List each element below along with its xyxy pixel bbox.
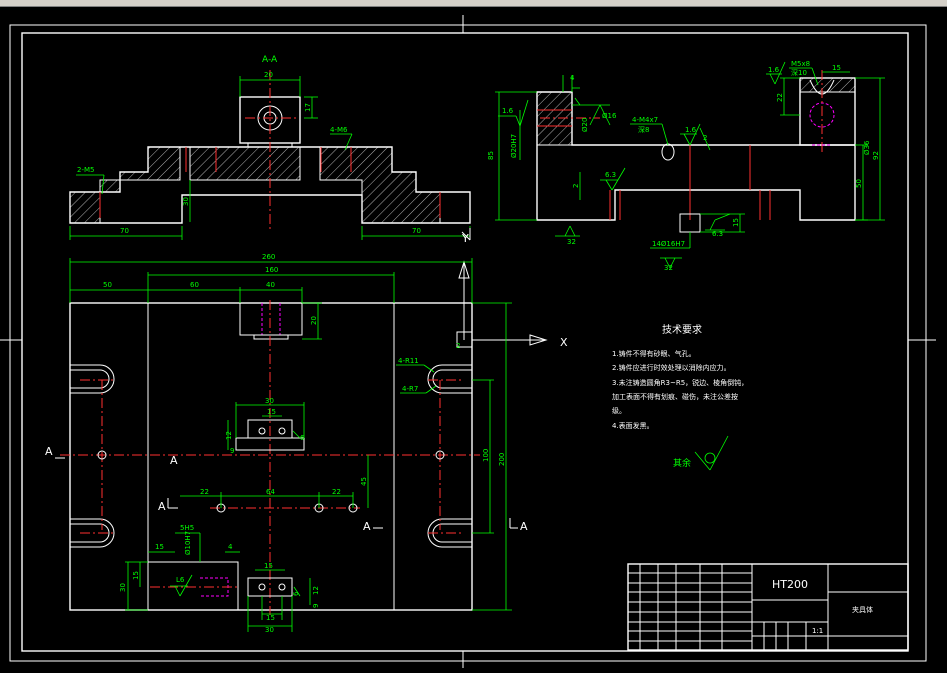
dim-45: 45 <box>360 477 368 486</box>
dim-tol-low: Ø10H7 <box>184 531 192 555</box>
note-r7: 4-R7 <box>402 385 418 393</box>
dim-64: 64 <box>266 488 275 496</box>
dim-160: 160 <box>265 266 278 274</box>
bottom-bore-note: 14Ø16H7 <box>652 240 685 248</box>
scale-label: 1:1 <box>812 627 823 635</box>
dim-slot-note: 4-M6 <box>330 126 348 134</box>
technical-notes: 技术要求 1.铸件不得有砂眼、气孔。 2.铸件应进行时效处理以消除内应力。 3.… <box>612 323 748 471</box>
dim-bottom-15: 15 <box>732 218 740 227</box>
dim-right-height: 22 <box>776 93 784 102</box>
tech-note-line-1: 1.铸件不得有砂眼、气孔。 <box>612 349 696 358</box>
dim-20: 20 <box>310 316 318 325</box>
section-marker-bl: A <box>158 500 166 513</box>
dim-9: 9 <box>230 447 234 455</box>
dim-260: 260 <box>262 253 275 261</box>
roughness-bottom: 32 <box>567 238 576 246</box>
axis-x-label: X <box>560 336 568 349</box>
roughness-bottom2: 6.3 <box>712 230 723 238</box>
dim-left-length: 70 <box>120 227 129 235</box>
tech-notes-title: 技术要求 <box>662 323 702 336</box>
dim-15-bottom: 15 <box>266 614 275 622</box>
dim-2-side: 2 <box>703 134 707 142</box>
dim-50: 50 <box>103 281 112 289</box>
section-marker-br: A <box>363 520 371 533</box>
dim-top-width: 20 <box>264 71 273 79</box>
dim-30-bottom: 30 <box>265 626 274 634</box>
dim-2-plan: 2 <box>456 342 460 350</box>
roughness-low: L6 <box>176 576 185 584</box>
dim-right-width: 15 <box>832 64 841 72</box>
right-top-note2: 深10 <box>791 68 807 77</box>
section-marker-right: A <box>520 520 528 533</box>
dim-100: 100 <box>482 449 490 462</box>
note-r11: 4-R11 <box>398 357 419 365</box>
tech-note-line-5: 级。 <box>612 406 626 415</box>
roughness-lower: 6.3 <box>605 171 616 179</box>
side-view[interactable]: 85 Ø20H7 Ø20 Ø16 1.6 4 4-M4x7 深8 1.6 2 6… <box>487 60 885 272</box>
title-block[interactable]: HT200 夹具体 1:1 <box>627 563 909 651</box>
dim-left-screw: 2-M5 <box>77 166 94 174</box>
dim-22a: 22 <box>200 488 209 496</box>
dim-right-length: 70 <box>412 227 421 235</box>
roughness-right: 1.6 <box>768 66 780 74</box>
cad-drawing-canvas[interactable]: A-A 20 17 4-M6 2-M5 30 70 70 <box>0 6 947 673</box>
dim-total-height: 85 <box>487 151 495 160</box>
section-label: A-A <box>262 55 278 65</box>
roughness-rest-label: 其余 <box>673 457 691 469</box>
dim-right-tolerance: Ø36 <box>863 140 871 155</box>
dim-right-92: 92 <box>872 151 880 160</box>
dim-12: 12 <box>225 431 233 440</box>
dim-15-top: 15 <box>267 408 276 416</box>
tech-note-line-6: 4.表面发黑。 <box>612 421 654 430</box>
dim-top-height: 17 <box>304 103 312 112</box>
screw-note-1: 4-M4x7 <box>632 116 658 124</box>
dim-15-low: 15 <box>155 543 164 551</box>
right-top-note: M5x8 <box>791 60 810 68</box>
screw-note-2: 深8 <box>638 125 649 134</box>
dim-30-left: 30 <box>119 583 127 592</box>
dim-60: 60 <box>190 281 199 289</box>
section-marker-center: A <box>170 454 178 467</box>
roughness-left: 1.6 <box>502 107 514 115</box>
dim-4: 4 <box>228 543 233 551</box>
dim-left-tolerance: Ø20H7 <box>510 134 518 158</box>
dim-lower-2: 2 <box>572 184 580 188</box>
dim-15-left: 15 <box>132 571 140 580</box>
dim-right-50: 50 <box>855 179 863 188</box>
dim-15-b: 15 <box>264 562 273 570</box>
dim-left-bore: Ø20 <box>581 118 589 132</box>
section-marker-left: A <box>45 445 53 458</box>
dim-30-top: 30 <box>265 397 274 405</box>
inner-frame <box>21 32 909 652</box>
dim-40: 40 <box>266 281 275 289</box>
dim-left-bore2: Ø16 <box>602 112 617 120</box>
dim-12-b: 12 <box>312 586 320 595</box>
window-title-bar <box>0 0 947 7</box>
dim-top-width-side: 4 <box>570 74 575 82</box>
dim-height-30: 30 <box>182 197 190 206</box>
part-name-label: 夹具体 <box>852 605 873 614</box>
material-label: HT200 <box>772 578 808 591</box>
dim-9-b: 9 <box>312 604 320 608</box>
plan-view[interactable]: X Y 260 160 50 60 40 20 2 200 100 4-R11 <box>45 232 568 634</box>
dim-200: 200 <box>498 453 506 466</box>
axis-y-label: Y <box>461 232 469 245</box>
tech-note-line-4: 加工表面不得有划痕、碰伤，未注公差按 <box>612 392 738 401</box>
tech-note-line-3: 3.未注铸造圆角R3~R5，锐边、棱角倒钝， <box>612 378 748 387</box>
section-view-a-a[interactable]: A-A 20 17 4-M6 2-M5 30 70 70 <box>69 55 471 241</box>
dim-5h5: 5H5 <box>180 524 194 532</box>
dim-6: 6 <box>300 434 305 442</box>
outer-frame <box>9 24 927 662</box>
tech-note-line-2: 2.铸件应进行时效处理以消除内应力。 <box>612 363 731 372</box>
dim-6-b: 6 <box>292 591 300 596</box>
roughness-bottom3: 32 <box>664 264 673 272</box>
roughness-mid: 1.6 <box>685 126 697 134</box>
dim-22b: 22 <box>332 488 341 496</box>
